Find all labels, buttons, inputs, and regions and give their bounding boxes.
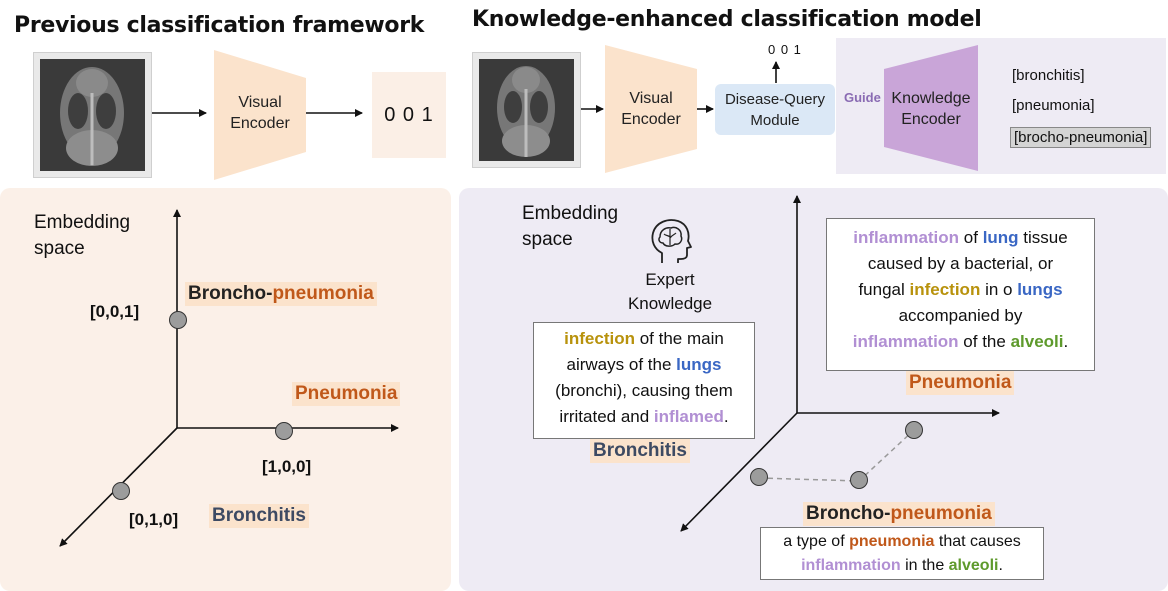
knowledge-item-bronchopneumonia: [brocho-pneumonia]	[1010, 127, 1152, 148]
point-bronchopneumonia-left	[169, 311, 187, 329]
point-bronchitis-left	[112, 482, 130, 500]
output-vector-right: 0 0 1	[768, 42, 802, 57]
label-bronchopneumonia-right: Broncho-pneumonia	[803, 502, 995, 526]
coord-z: [0,0,1]	[90, 302, 140, 321]
point-pneumonia-right	[905, 421, 923, 439]
knowledge-item-pneumonia: [pneumonia]	[1012, 97, 1095, 114]
label-pneumonia-right: Pneumonia	[906, 371, 1015, 395]
guide-label: Guide	[844, 90, 881, 105]
label-pneumonia-left: Pneumonia	[292, 382, 401, 406]
pneumonia-definition-box: inflammation of lung tissue caused by a …	[826, 218, 1095, 371]
bronchopneumonia-definition-box: a type of pneumonia that causes inflamma…	[760, 527, 1044, 580]
coord-y: [0,1,0]	[129, 510, 179, 529]
xray-image-right	[472, 52, 581, 168]
output-vector-left: 0 0 1	[384, 104, 434, 126]
visual-encoder-shape-right	[605, 45, 697, 173]
point-pneumonia-left	[275, 422, 293, 440]
knowledge-encoder-shape	[884, 45, 978, 171]
label-bronchitis-left: Bronchitis	[209, 504, 309, 528]
brain-head-icon	[651, 219, 692, 263]
visual-encoder-shape-left	[214, 50, 306, 180]
point-bronchitis-right	[750, 468, 768, 486]
left-title: Previous classification framework	[14, 13, 425, 38]
bronchitis-definition-box: infection of the main airways of the lun…	[533, 322, 755, 439]
point-bronchopneumonia-right	[850, 471, 868, 489]
knowledge-item-bronchitis: [bronchitis]	[1012, 67, 1085, 84]
coord-x: [1,0,0]	[262, 457, 312, 476]
label-bronchitis-right: Bronchitis	[590, 439, 690, 463]
label-bronchopneumonia-left: Broncho-pneumonia	[185, 282, 377, 306]
xray-image-left	[33, 52, 152, 178]
output-box-left: 0 0 1	[372, 72, 446, 158]
right-title: Knowledge-enhanced classification model	[472, 7, 982, 32]
